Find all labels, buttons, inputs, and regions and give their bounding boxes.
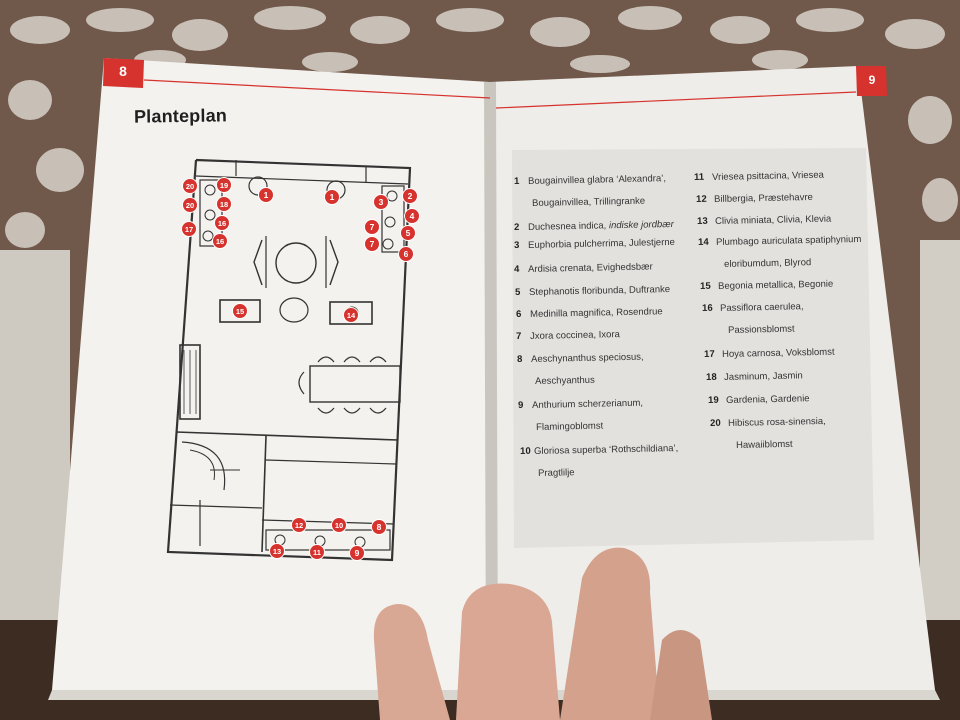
plan-marker: 1 bbox=[324, 189, 340, 205]
plan-marker: 20 bbox=[182, 178, 198, 194]
plan-marker-label: 5 bbox=[406, 228, 411, 238]
plan-marker: 8 bbox=[371, 519, 387, 535]
right-page-number: 9 bbox=[868, 73, 876, 87]
plan-marker-label: 1 bbox=[264, 190, 269, 200]
plan-marker: 13 bbox=[269, 543, 285, 559]
plan-marker: 7 bbox=[364, 219, 380, 235]
plan-marker-label: 8 bbox=[377, 522, 382, 532]
plan-marker-label: 7 bbox=[370, 239, 375, 249]
plan-marker: 10 bbox=[331, 517, 347, 533]
plan-marker-label: 2 bbox=[408, 191, 413, 201]
plan-marker-label: 16 bbox=[218, 219, 226, 228]
plan-marker: 3 bbox=[373, 194, 389, 210]
plan-marker: 12 bbox=[291, 517, 307, 533]
left-page-number-box bbox=[103, 58, 144, 88]
plan-marker: 18 bbox=[216, 196, 232, 212]
plan-marker: 16 bbox=[214, 215, 230, 231]
plan-marker-label: 3 bbox=[379, 197, 384, 207]
plan-marker: 2 bbox=[402, 188, 418, 204]
plan-marker: 20 bbox=[182, 197, 198, 213]
plan-marker-label: 4 bbox=[410, 211, 415, 221]
plan-marker: 6 bbox=[398, 246, 414, 262]
plan-marker: 5 bbox=[400, 225, 416, 241]
plan-marker-label: 7 bbox=[370, 222, 375, 232]
plan-marker-label: 9 bbox=[355, 548, 360, 558]
plan-marker: 15 bbox=[232, 303, 248, 319]
plan-marker-label: 12 bbox=[295, 521, 303, 530]
plan-marker: 16 bbox=[212, 233, 228, 249]
plan-marker-label: 20 bbox=[186, 182, 194, 191]
plan-marker: 19 bbox=[216, 177, 232, 193]
plan-marker-label: 17 bbox=[185, 225, 193, 234]
plan-marker-label: 18 bbox=[220, 200, 228, 209]
plan-marker-label: 10 bbox=[335, 521, 343, 530]
plan-marker: 7 bbox=[364, 236, 380, 252]
floor-plan bbox=[166, 158, 412, 562]
plan-marker: 11 bbox=[309, 544, 325, 560]
plan-marker-label: 11 bbox=[313, 548, 321, 557]
plan-marker: 1 bbox=[258, 187, 274, 203]
plan-marker-label: 15 bbox=[236, 307, 244, 316]
plan-marker-label: 20 bbox=[186, 201, 194, 210]
plan-marker-label: 1 bbox=[330, 192, 335, 202]
plant-list-panel bbox=[512, 148, 874, 548]
plan-marker: 14 bbox=[343, 307, 359, 323]
plan-marker-label: 14 bbox=[347, 311, 356, 320]
plan-marker: 4 bbox=[404, 208, 420, 224]
left-page-number: 8 bbox=[119, 63, 127, 79]
plan-marker-label: 6 bbox=[404, 249, 409, 259]
plan-marker-label: 19 bbox=[220, 181, 228, 190]
plan-marker: 17 bbox=[181, 221, 197, 237]
plan-marker: 9 bbox=[349, 545, 365, 561]
right-page-number-box bbox=[856, 66, 887, 96]
plan-marker-label: 13 bbox=[273, 547, 281, 556]
plan-marker-label: 16 bbox=[216, 237, 224, 246]
